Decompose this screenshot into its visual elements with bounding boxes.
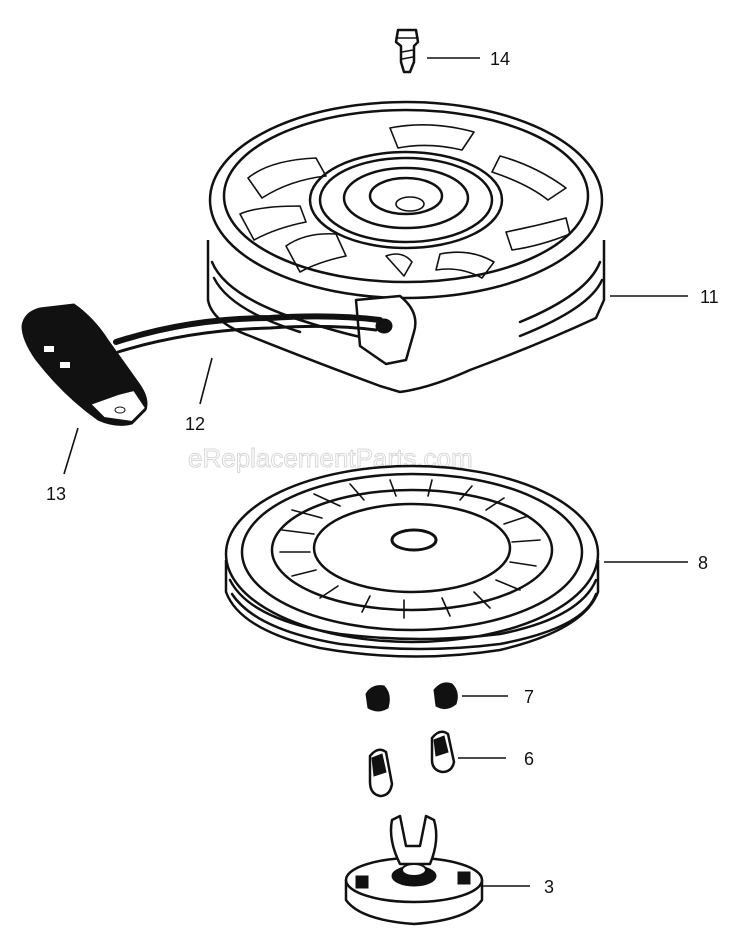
callout-12: 12 xyxy=(185,414,205,434)
callout-7: 7 xyxy=(524,687,534,707)
part-13-starter-handle xyxy=(21,303,148,426)
part-11-recoil-housing xyxy=(206,100,606,394)
callout-14: 14 xyxy=(490,49,510,69)
callout-13: 13 xyxy=(46,484,66,504)
callout-8: 8 xyxy=(698,553,708,573)
callout-6: 6 xyxy=(524,749,534,769)
part-6-starter-dog xyxy=(368,730,456,798)
callout-3: 3 xyxy=(544,877,554,897)
leader-12 xyxy=(199,357,213,405)
part-7-dog-spring xyxy=(365,682,458,712)
callout-11: 11 xyxy=(700,287,719,307)
part-12-starter-rope xyxy=(113,313,383,354)
part-8-pulley xyxy=(224,464,600,658)
part-14-screw xyxy=(394,28,420,74)
part-3-retainer xyxy=(344,814,484,926)
leader-13 xyxy=(63,427,79,475)
